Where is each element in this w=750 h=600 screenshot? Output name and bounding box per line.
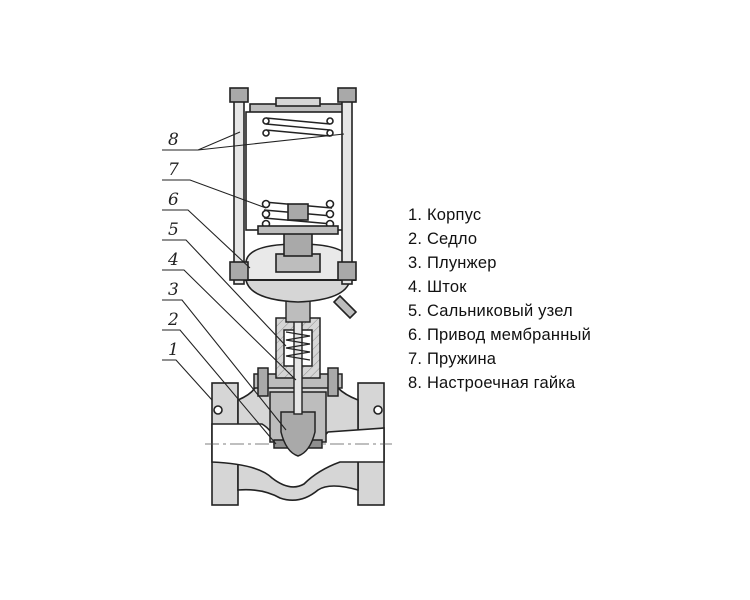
leader-3 — [162, 299, 287, 431]
air-fitting — [332, 294, 358, 320]
leader-2 — [162, 329, 277, 445]
callout-7: 7 — [168, 160, 179, 180]
leader-5 — [162, 239, 287, 347]
rod-nut-left — [229, 87, 249, 103]
spring-seat-nut — [287, 203, 309, 221]
adjust-nut-right — [337, 261, 357, 281]
tie-rod-left — [233, 93, 245, 285]
packing-spring — [285, 331, 311, 361]
flange-hole-right — [373, 405, 383, 415]
callout-numbers: 8 7 6 5 4 3 2 1 — [167, 130, 179, 360]
leader-8 — [162, 131, 345, 151]
bonnet-stud-right — [327, 367, 339, 397]
callout-1: 1 — [168, 340, 179, 360]
leader-1 — [162, 359, 213, 401]
spring-frame — [229, 87, 357, 285]
legend-item-spring: 7. Пружина — [408, 350, 497, 368]
legend-item-stuffing-box: 5. Сальниковый узел — [408, 302, 573, 320]
lower-diaphragm-case — [245, 279, 351, 303]
plug — [280, 411, 316, 457]
leader-lines — [162, 131, 345, 445]
leader-7 — [162, 179, 267, 209]
callout-5: 5 — [168, 220, 179, 240]
legend-item-seat: 2. Седло — [408, 230, 478, 248]
spring-seat — [257, 225, 339, 235]
callout-3: 3 — [168, 280, 179, 300]
parts-legend: 1. Корпус 2. Седло 3. Плунжер 4. Шток 5.… — [408, 203, 591, 395]
leader-6 — [162, 209, 251, 269]
legend-item-stem: 4. Шток — [408, 278, 467, 296]
bonnet-stud-left — [257, 367, 269, 397]
legend-item-plug: 3. Плунжер — [408, 254, 497, 272]
flange-hole-left — [213, 405, 223, 415]
leader-4 — [162, 269, 297, 381]
upper-spring — [265, 117, 331, 137]
top-cap — [275, 97, 321, 107]
adjust-nut-left — [229, 261, 249, 281]
rod-nut-right — [337, 87, 357, 103]
legend-item-body: 1. Корпус — [408, 206, 482, 224]
callout-6: 6 — [168, 190, 179, 210]
callout-2: 2 — [167, 310, 179, 330]
tie-rod-right — [341, 93, 353, 285]
legend-item-adjusting-nut: 8. Настроечная гайка — [408, 374, 576, 392]
callout-8: 8 — [168, 130, 179, 150]
callout-4: 4 — [167, 250, 179, 270]
legend-item-membrane-actuator: 6. Привод мембранный — [408, 326, 591, 344]
